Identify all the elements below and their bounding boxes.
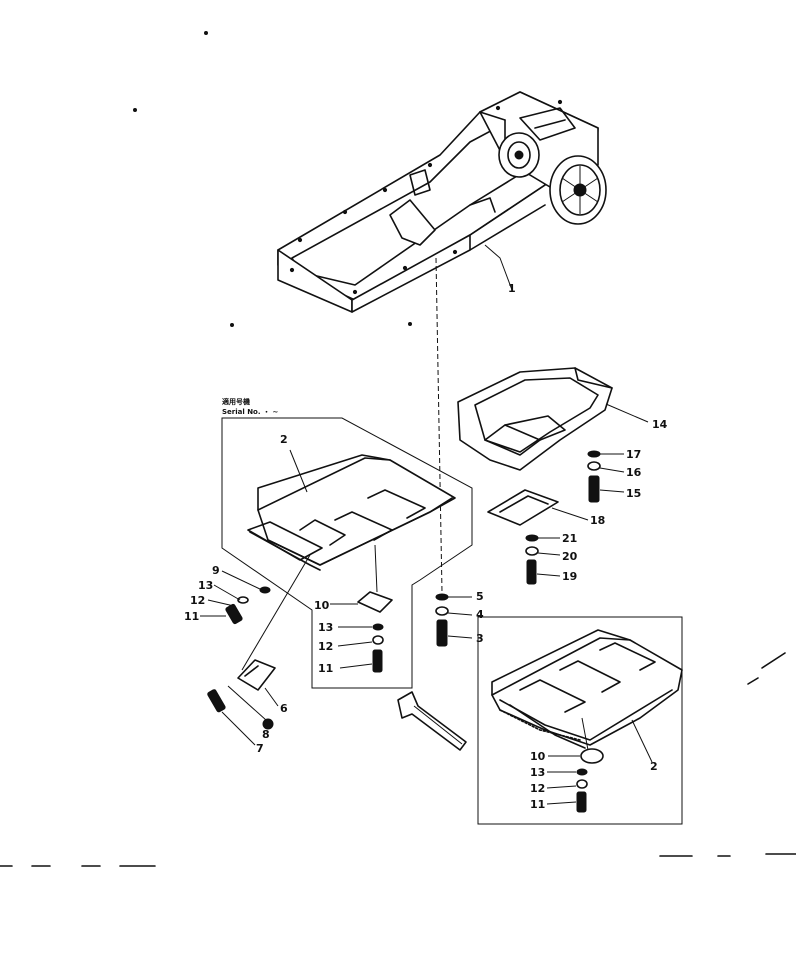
callout-13: 13: [530, 766, 545, 779]
cover-18: [487, 489, 589, 585]
right-guard-group: [477, 616, 683, 825]
callout-11: 11: [530, 798, 545, 811]
callout-18: 18: [590, 514, 605, 527]
callout-13: 13: [318, 621, 333, 634]
callout-12: 12: [530, 782, 545, 795]
callout-labels: 1 2 2 3 4 5 6 7 8 9 10 10 11 11 11 12 12…: [184, 282, 668, 811]
stray-marks: [0, 31, 796, 867]
callout-20: 20: [562, 550, 578, 563]
callout-4: 4: [476, 608, 484, 621]
callout-15: 15: [626, 487, 641, 500]
callout-13: 13: [198, 579, 213, 592]
callout-7: 7: [256, 742, 264, 755]
callout-12: 12: [190, 594, 205, 607]
serial-note-line2: Serial No. ・ ~: [222, 408, 278, 416]
callout-6: 6: [280, 702, 288, 715]
callout-10: 10: [314, 599, 330, 612]
direction-arrow: [397, 691, 467, 751]
callout-19: 19: [562, 570, 577, 583]
main-frame: [277, 91, 607, 593]
callout-10: 10: [530, 750, 546, 763]
callout-11: 11: [184, 610, 199, 623]
callout-2: 2: [280, 433, 288, 446]
callout-1: 1: [508, 282, 516, 295]
bolt-set-3-5: [435, 593, 473, 647]
callout-12: 12: [318, 640, 333, 653]
callout-21: 21: [562, 532, 577, 545]
callout-11: 11: [318, 662, 333, 675]
serial-note-line1: 適用号機: [222, 397, 250, 406]
callout-2: 2: [650, 760, 658, 773]
callout-14: 14: [652, 418, 668, 431]
callout-8: 8: [262, 728, 270, 741]
callout-9: 9: [212, 564, 220, 577]
callout-3: 3: [476, 632, 484, 645]
callout-5: 5: [476, 590, 484, 603]
callout-16: 16: [626, 466, 642, 479]
under-guard-14: [457, 367, 649, 503]
left-guard-group: [200, 417, 473, 746]
callout-17: 17: [626, 448, 641, 461]
